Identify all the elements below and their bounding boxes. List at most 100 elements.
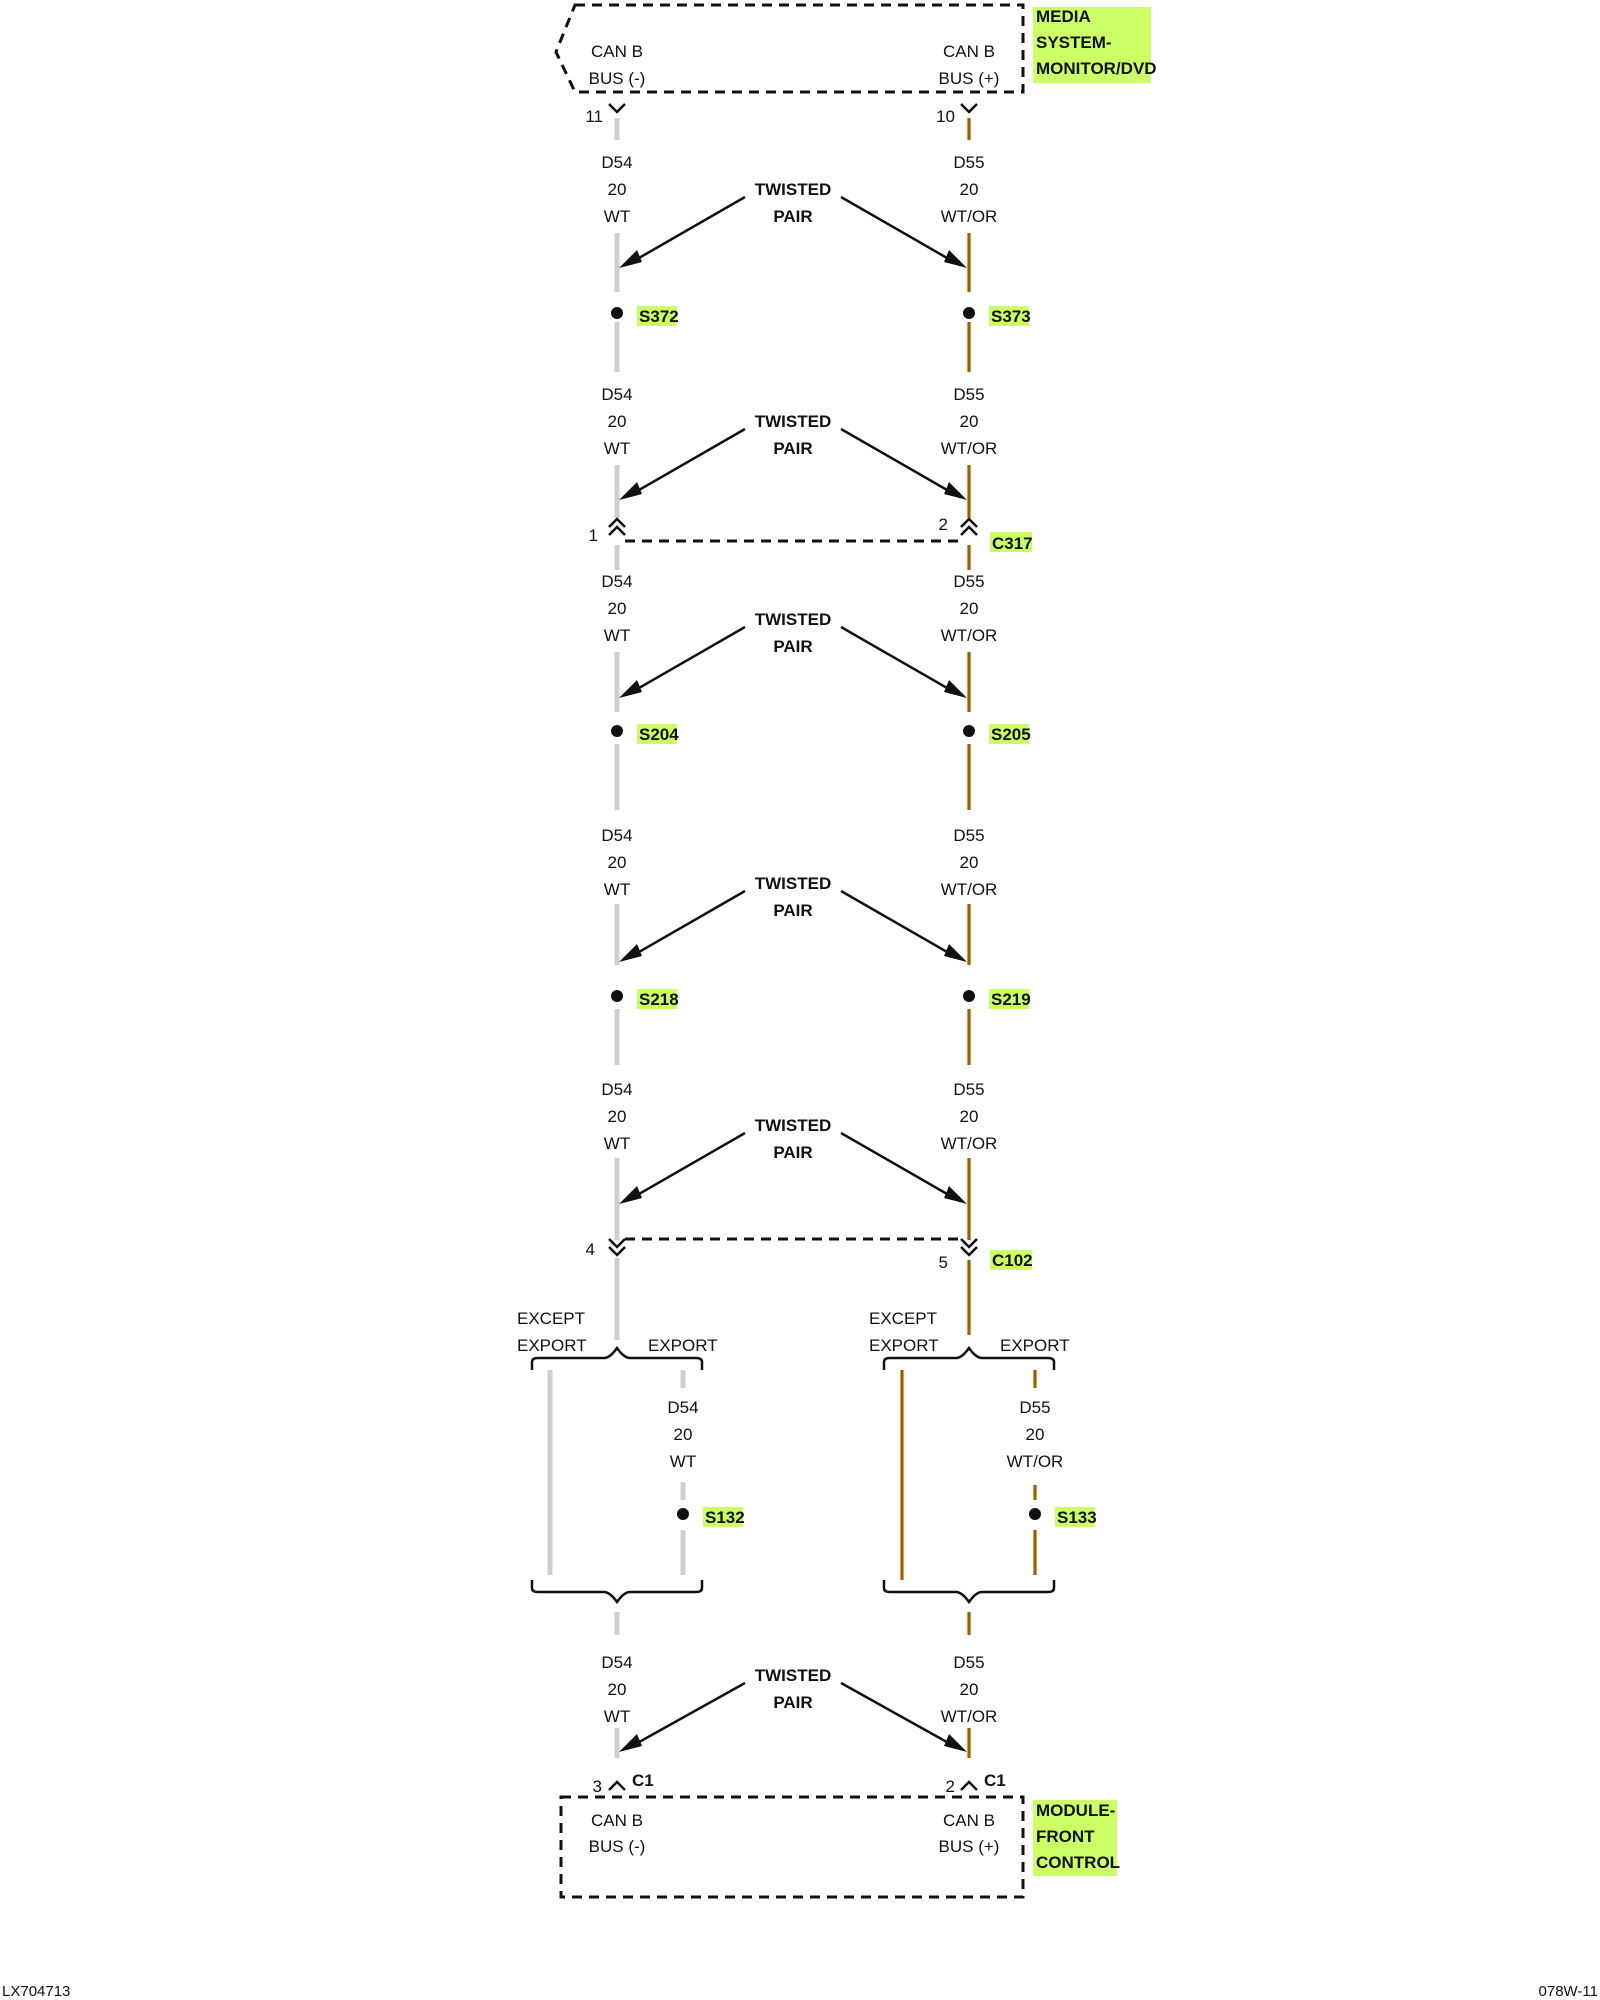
top-module-name-line2: SYSTEM- <box>1036 33 1112 52</box>
right-except-line1: EXCEPT <box>869 1309 937 1328</box>
left-wire-circuit: D54 <box>601 1080 632 1099</box>
left-wire-gauge: 20 <box>608 853 627 872</box>
twisted-pair-left-arrow <box>631 427 746 496</box>
twisted-pair-3: TWISTED PAIR <box>619 874 967 962</box>
splice-branch-right: S133 <box>1029 1507 1097 1527</box>
left-wire-circuit: D54 <box>667 1398 698 1417</box>
splice-dot <box>677 1508 689 1520</box>
splice-label: S205 <box>991 725 1031 744</box>
bottom-right-connector-c1: C1 <box>984 1771 1006 1790</box>
twisted-pair-right-arrow <box>840 625 955 694</box>
right-wire-gauge: 20 <box>960 180 979 199</box>
bottom-left-pin-chevron <box>608 1780 626 1791</box>
top-right-pin-line1: CAN B <box>943 42 995 61</box>
arrowhead-left <box>619 482 642 500</box>
media-system-monitor-dvd-module: CAN B BUS (-) CAN B BUS (+) MEDIA SYSTEM… <box>554 3 1157 126</box>
splice-right-1: S205 <box>963 724 1031 744</box>
right-wire-gauge: 20 <box>1026 1425 1045 1444</box>
left-wire-color: WT <box>604 1134 630 1153</box>
right-wire-circuit: D55 <box>953 385 984 404</box>
left-wire-color: WT <box>604 1707 630 1726</box>
bottom-module-name-highlight <box>1033 1800 1117 1876</box>
twisted-pair-left-arrow <box>631 625 746 694</box>
twisted-pair-left-arrow <box>631 1131 746 1200</box>
twisted-pair-right-arrow <box>840 1131 955 1200</box>
left-wire-color: WT <box>670 1452 696 1471</box>
twisted-pair-line1: TWISTED <box>755 874 832 893</box>
left-wire-gauge: 20 <box>608 1680 627 1699</box>
left-wire-color: WT <box>604 880 630 899</box>
twisted-pair-line2: PAIR <box>773 901 812 920</box>
bottom-right-pin-number: 2 <box>946 1777 955 1796</box>
right-wire-color: WT/OR <box>1007 1452 1064 1471</box>
right-wire-color: WT/OR <box>941 1134 998 1153</box>
right-wire-circuit: D55 <box>953 1080 984 1099</box>
right-wire-gauge: 20 <box>960 853 979 872</box>
arrowhead-right <box>944 1734 967 1752</box>
left-wire-color: WT <box>604 439 630 458</box>
connector-c102: 4 5 C102 <box>586 1237 1033 1272</box>
left-wire-gauge: 20 <box>674 1425 693 1444</box>
top-right-pin-chevron <box>960 103 978 114</box>
top-module-name-line1: MEDIA <box>1036 7 1091 26</box>
twisted-pair-line2: PAIR <box>773 1143 812 1162</box>
right-wire-gauge: 20 <box>960 412 979 431</box>
left-wire-gauge: 20 <box>608 599 627 618</box>
splice-right-2: S219 <box>963 989 1031 1009</box>
bottom-left-connector-c1: C1 <box>632 1771 654 1790</box>
top-left-pin-line2: BUS (-) <box>589 69 646 88</box>
right-wire-gauge: 20 <box>960 1107 979 1126</box>
right-export-label: EXPORT <box>1000 1336 1070 1355</box>
c317-right-pin: 2 <box>939 515 948 534</box>
bottom-right-pin-line1: CAN B <box>943 1811 995 1830</box>
twisted-pair-4: TWISTED PAIR <box>619 1116 967 1204</box>
right-wire-color: WT/OR <box>941 439 998 458</box>
bottom-left-pin-line1: CAN B <box>591 1811 643 1830</box>
bottom-left-pin-line2: BUS (-) <box>589 1837 646 1856</box>
splice-right-0: S373 <box>963 306 1031 326</box>
c102-right-pin: 5 <box>939 1253 948 1272</box>
splice-left-0: S372 <box>611 306 679 326</box>
twisted-pair-left-arrow <box>631 1681 746 1748</box>
twisted-pair-right-arrow <box>840 1681 955 1748</box>
right-wire-circuit: D55 <box>953 826 984 845</box>
splice-dot <box>611 725 623 737</box>
bottom-module-name-line1: MODULE- <box>1036 1801 1115 1820</box>
twisted-pair-line1: TWISTED <box>755 1666 832 1685</box>
left-branch: EXCEPT EXPORT EXPORT <box>517 1309 718 1605</box>
bottom-module-name-line2: FRONT <box>1036 1827 1095 1846</box>
footer-left-code: LX704713 <box>2 1983 70 2000</box>
twisted-pair-line2: PAIR <box>773 637 812 656</box>
c317-label: C317 <box>992 534 1033 553</box>
splice-label: S218 <box>639 990 679 1009</box>
footer-right-code: 078W-11 <box>1539 1983 1598 2000</box>
splice-dot <box>963 990 975 1002</box>
arrowhead-left <box>619 680 642 698</box>
bottom-left-pin-number: 3 <box>593 1777 602 1796</box>
top-right-pin-number: 10 <box>936 107 955 126</box>
left-wire-gauge: 20 <box>608 180 627 199</box>
arrowhead-right <box>944 1186 967 1204</box>
left-wire-gauge: 20 <box>608 1107 627 1126</box>
bottom-right-pin-chevron <box>960 1780 978 1791</box>
right-wire-color: WT/OR <box>941 1707 998 1726</box>
twisted-pair-line1: TWISTED <box>755 1116 832 1135</box>
splice-label: S132 <box>705 1508 745 1527</box>
top-left-pin-line1: CAN B <box>591 42 643 61</box>
splice-dot <box>963 725 975 737</box>
top-module-name-highlight <box>1033 7 1151 83</box>
left-wire-circuit: D54 <box>601 153 632 172</box>
right-wire-color: WT/OR <box>941 207 998 226</box>
right-branch: EXCEPT EXPORT EXPORT <box>869 1309 1070 1605</box>
